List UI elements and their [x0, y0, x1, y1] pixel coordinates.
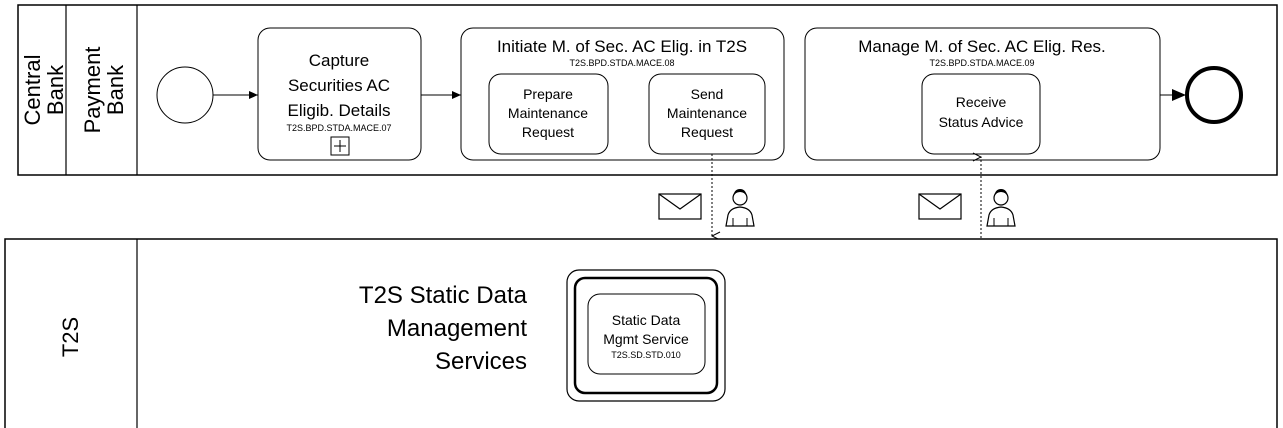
task-capture-code: T2S.BPD.STDA.MACE.07 [286, 123, 391, 133]
task-prepare-line3: Request [522, 124, 574, 140]
task-prepare-line2: Maintenance [508, 105, 588, 121]
service-line1: Static Data [612, 312, 681, 328]
task-send-maintenance[interactable]: Send Maintenance Request [648, 73, 766, 155]
pool-label-t2s: T2S [58, 317, 83, 357]
pool-label-central-bank: Central Bank [20, 55, 68, 126]
envelope-icon [918, 193, 962, 220]
lane-label-line1: Payment [80, 47, 105, 134]
subprocess-manage-title: Manage M. of Sec. AC Elig. Res. [858, 37, 1106, 56]
service-code: T2S.SD.STD.010 [611, 350, 681, 360]
subprocess-initiate-code: T2S.BPD.STDA.MACE.08 [569, 58, 674, 68]
task-capture-securities[interactable]: Capture Securities AC Eligib. Details T2… [257, 27, 422, 161]
pool-label-line1: Central [20, 55, 45, 126]
lane-label-payment-bank: Payment Bank [80, 47, 128, 134]
task-receive-status-advice[interactable]: Receive Status Advice [921, 73, 1041, 155]
task-receive-line2: Status Advice [939, 114, 1024, 130]
task-capture-line2: Securities AC [288, 76, 390, 95]
service-group-title: T2S Static Data Management Services [359, 282, 528, 375]
task-send-line1: Send [691, 86, 724, 102]
lane-label-line2: Bank [103, 64, 128, 115]
user-icon [986, 189, 1016, 227]
task-send-line3: Request [681, 124, 733, 140]
task-receive-line1: Receive [956, 94, 1007, 110]
subprocess-manage-code: T2S.BPD.STDA.MACE.09 [929, 58, 1034, 68]
start-event[interactable] [156, 66, 214, 124]
pool-label-line2: Bank [43, 64, 68, 115]
service-group-line3: Services [435, 348, 527, 375]
service-group-line2: Management [387, 315, 527, 342]
user-icon [725, 189, 755, 227]
subprocess-initiate-title: Initiate M. of Sec. AC Elig. in T2S [497, 37, 747, 56]
end-event[interactable] [1185, 66, 1243, 124]
envelope-icon [658, 193, 702, 220]
task-prepare-line1: Prepare [523, 86, 573, 102]
task-send-line2: Maintenance [667, 105, 747, 121]
task-capture-line3: Eligib. Details [288, 101, 391, 120]
task-prepare-maintenance[interactable]: Prepare Maintenance Request [488, 73, 609, 155]
service-group-line1: T2S Static Data [359, 282, 528, 309]
task-capture-line1: Capture [309, 51, 369, 70]
service-static-data-mgmt[interactable]: Static Data Mgmt Service T2S.SD.STD.010 [587, 293, 706, 375]
service-line2: Mgmt Service [603, 331, 689, 347]
